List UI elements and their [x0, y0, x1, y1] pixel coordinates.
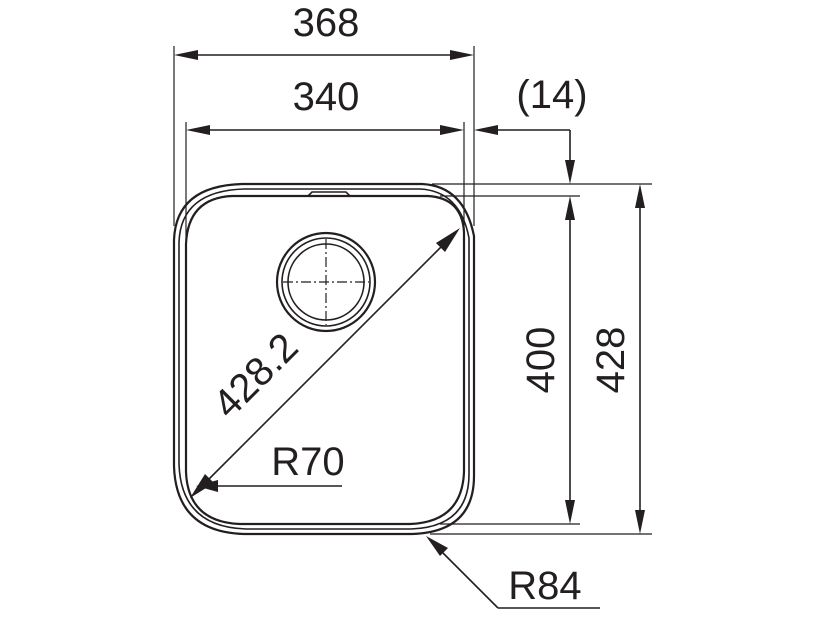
label-outer-radius: R84 [508, 564, 581, 608]
label-outer-width: 368 [293, 1, 360, 45]
label-rim-offset: (14) [516, 73, 587, 117]
label-inner-radius: R70 [271, 440, 344, 484]
leader-inner-radius [196, 480, 342, 492]
sink-outer-outline [172, 182, 476, 536]
label-diagonal: 428.2 [205, 325, 307, 427]
dimension-outer-depth [635, 184, 645, 534]
label-inner-width: 340 [293, 75, 360, 119]
drain-icon [275, 231, 377, 333]
label-inner-depth: 400 [519, 327, 563, 394]
leader-outer-radius [426, 536, 600, 609]
dimension-rim-offset [474, 125, 575, 220]
dimension-depth-extensions [430, 183, 652, 535]
rim-notch [307, 191, 351, 197]
dimension-inner-depth [565, 220, 575, 524]
sink-bowl-outline [184, 194, 466, 526]
dimension-inner-width [185, 122, 465, 240]
dimension-outer-width [173, 46, 475, 226]
label-outer-depth: 428 [589, 327, 633, 394]
